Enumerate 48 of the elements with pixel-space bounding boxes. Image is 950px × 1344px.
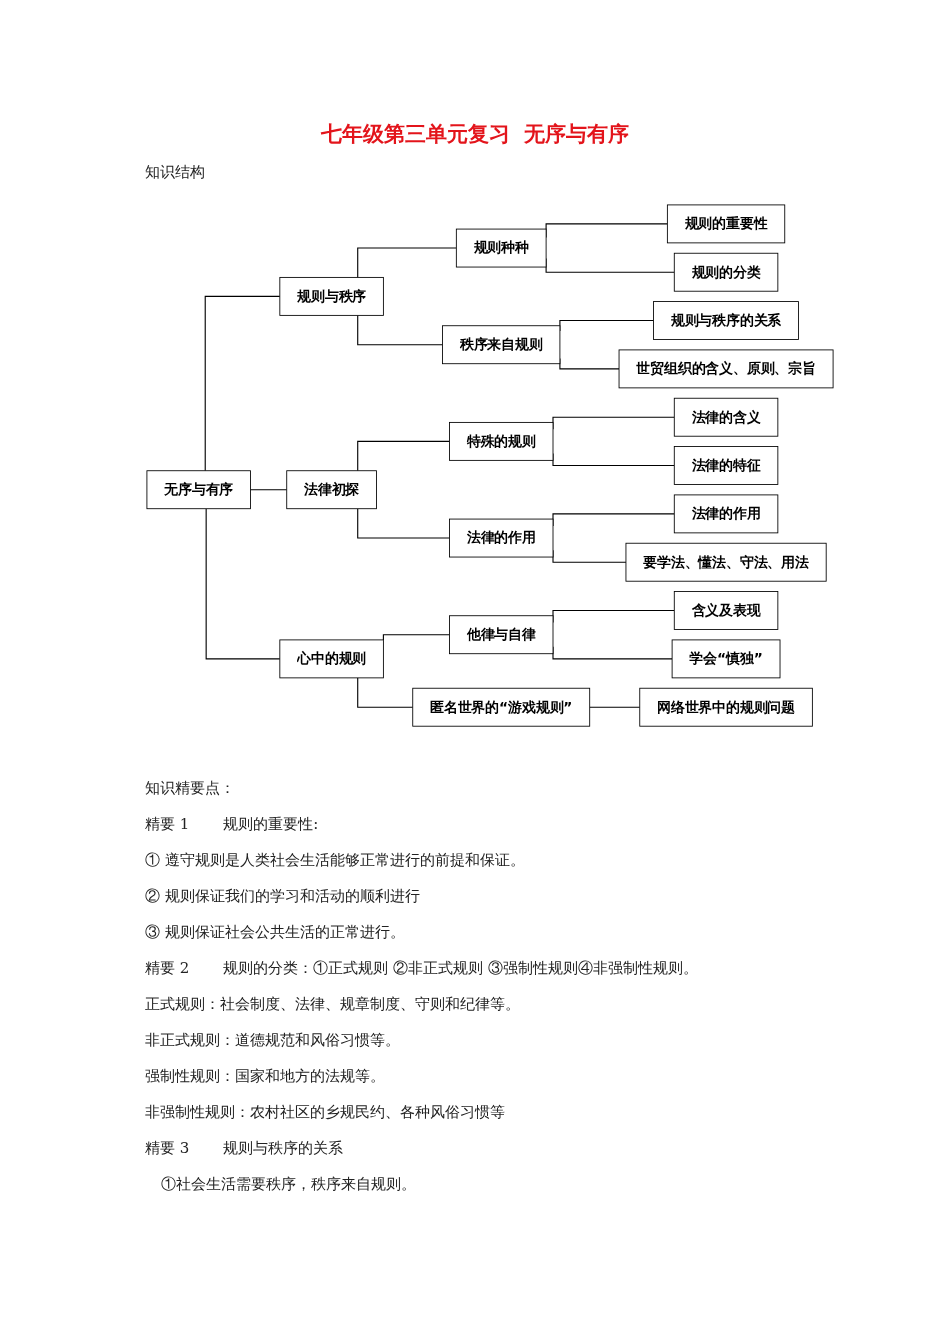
node-box: 要学法、懂法、守法、用法 xyxy=(625,542,827,582)
node-box: 学会“慎独” xyxy=(671,639,781,679)
node-box: 世贸组织的含义、原则、宗旨 xyxy=(618,349,834,389)
connector xyxy=(589,706,641,708)
node-box: 规则与秩序的关系 xyxy=(653,301,799,340)
node-box: 规则与秩序 xyxy=(279,276,384,316)
body-text: 正式规则：社会制度、法律、规章制度、守则和纪律等。 xyxy=(145,994,520,1014)
node-box: 含义及表现 xyxy=(673,591,779,630)
connector xyxy=(357,314,444,346)
connector xyxy=(204,295,281,472)
node-box: 匿名世界的“游戏规则” xyxy=(412,687,591,727)
list-item: ①社会生活需要秩序，秩序来自规则。 xyxy=(161,1174,416,1194)
point-number: 精要 3 xyxy=(145,1138,190,1158)
node-box: 他律与自律 xyxy=(449,615,554,655)
node-box: 网络世界中的规则问题 xyxy=(639,687,813,727)
section-label: 知识精要点： xyxy=(145,778,235,798)
node-box: 秩序来自规则 xyxy=(442,325,561,365)
node-box: 心中的规则 xyxy=(279,639,384,679)
list-item: ③ 规则保证社会公共生活的正常进行。 xyxy=(145,922,405,942)
body-text: 非强制性规则：农村社区的乡规民约、各种风俗习惯等 xyxy=(145,1102,505,1122)
point-heading: 规则与秩序的关系 xyxy=(223,1138,344,1158)
point-heading: 规则的重要性: xyxy=(223,814,319,834)
point-number: 精要 1 xyxy=(145,814,190,834)
body-text: 强制性规则：国家和地方的法规等。 xyxy=(145,1066,385,1086)
point-heading: 规则的分类：①正式规则 ②非正式规则 ③强制性规则④非强制性规则。 xyxy=(223,958,698,978)
point-number: 精要 2 xyxy=(145,958,190,978)
connector xyxy=(357,247,457,278)
node-box: 特殊的规则 xyxy=(449,421,554,461)
list-item: ② 规则保证我们的学习和活动的顺利进行 xyxy=(145,886,420,906)
connector xyxy=(205,508,281,660)
node-box: 规则的分类 xyxy=(673,252,779,292)
section-label: 知识结构 xyxy=(145,163,205,181)
body-text: 非正式规则：道德规范和风俗习惯等。 xyxy=(145,1030,400,1050)
node-box: 法律的作用 xyxy=(449,518,554,558)
connector xyxy=(382,634,450,641)
connector xyxy=(357,440,450,472)
connector xyxy=(357,508,450,539)
node-box: 无序与有序 xyxy=(146,470,251,510)
node-box: 法律初探 xyxy=(286,470,377,510)
list-item: ① 遵守规则是人类社会生活能够正常进行的前提和保证。 xyxy=(145,850,525,870)
title: 七年级第三单元复习 无序与有序 xyxy=(319,121,631,148)
node-box: 法律的特征 xyxy=(673,446,779,485)
node-box: 法律的含义 xyxy=(673,397,779,437)
node-box: 法律的作用 xyxy=(673,494,779,534)
connector xyxy=(249,489,288,491)
node-box: 规则种种 xyxy=(455,228,547,268)
node-box: 规则的重要性 xyxy=(666,204,786,244)
connector xyxy=(357,677,414,708)
